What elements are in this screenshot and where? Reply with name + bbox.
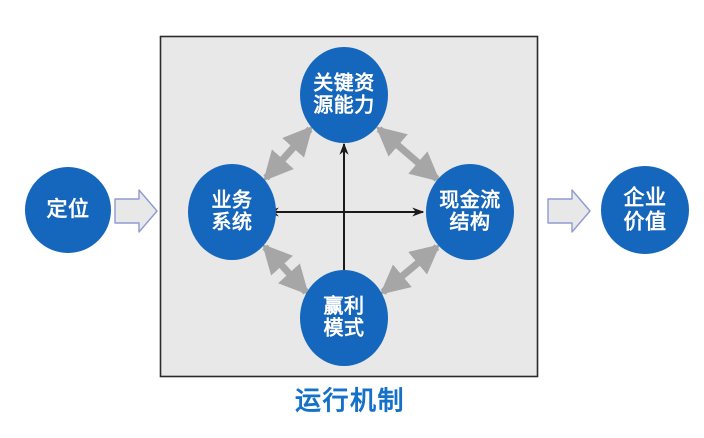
cross-connectors — [266, 142, 425, 283]
block-arrow-positioning-to-panel — [114, 189, 158, 233]
node-enterprise-value[interactable] — [601, 166, 689, 254]
outer-nodes — [25, 166, 689, 254]
node-profit-model[interactable] — [300, 270, 388, 366]
block-arrows — [114, 189, 591, 233]
connector-business-system-to-key-resource — [263, 125, 313, 182]
diagonal-connectors — [262, 125, 441, 296]
node-key-resource-capability[interactable] — [300, 47, 388, 143]
inner-nodes — [188, 47, 514, 366]
block-arrow-panel-to-enterprise-value — [547, 189, 591, 233]
node-business-system[interactable] — [188, 164, 276, 260]
node-positioning[interactable] — [25, 167, 111, 253]
connector-key-resource-to-cash-flow — [375, 126, 441, 182]
node-cash-flow-structure[interactable] — [426, 164, 514, 260]
connector-profit-model-to-business-system — [262, 243, 309, 296]
panel-caption: 运行机制 — [294, 385, 406, 416]
connector-cash-flow-to-profit-model — [379, 244, 441, 295]
